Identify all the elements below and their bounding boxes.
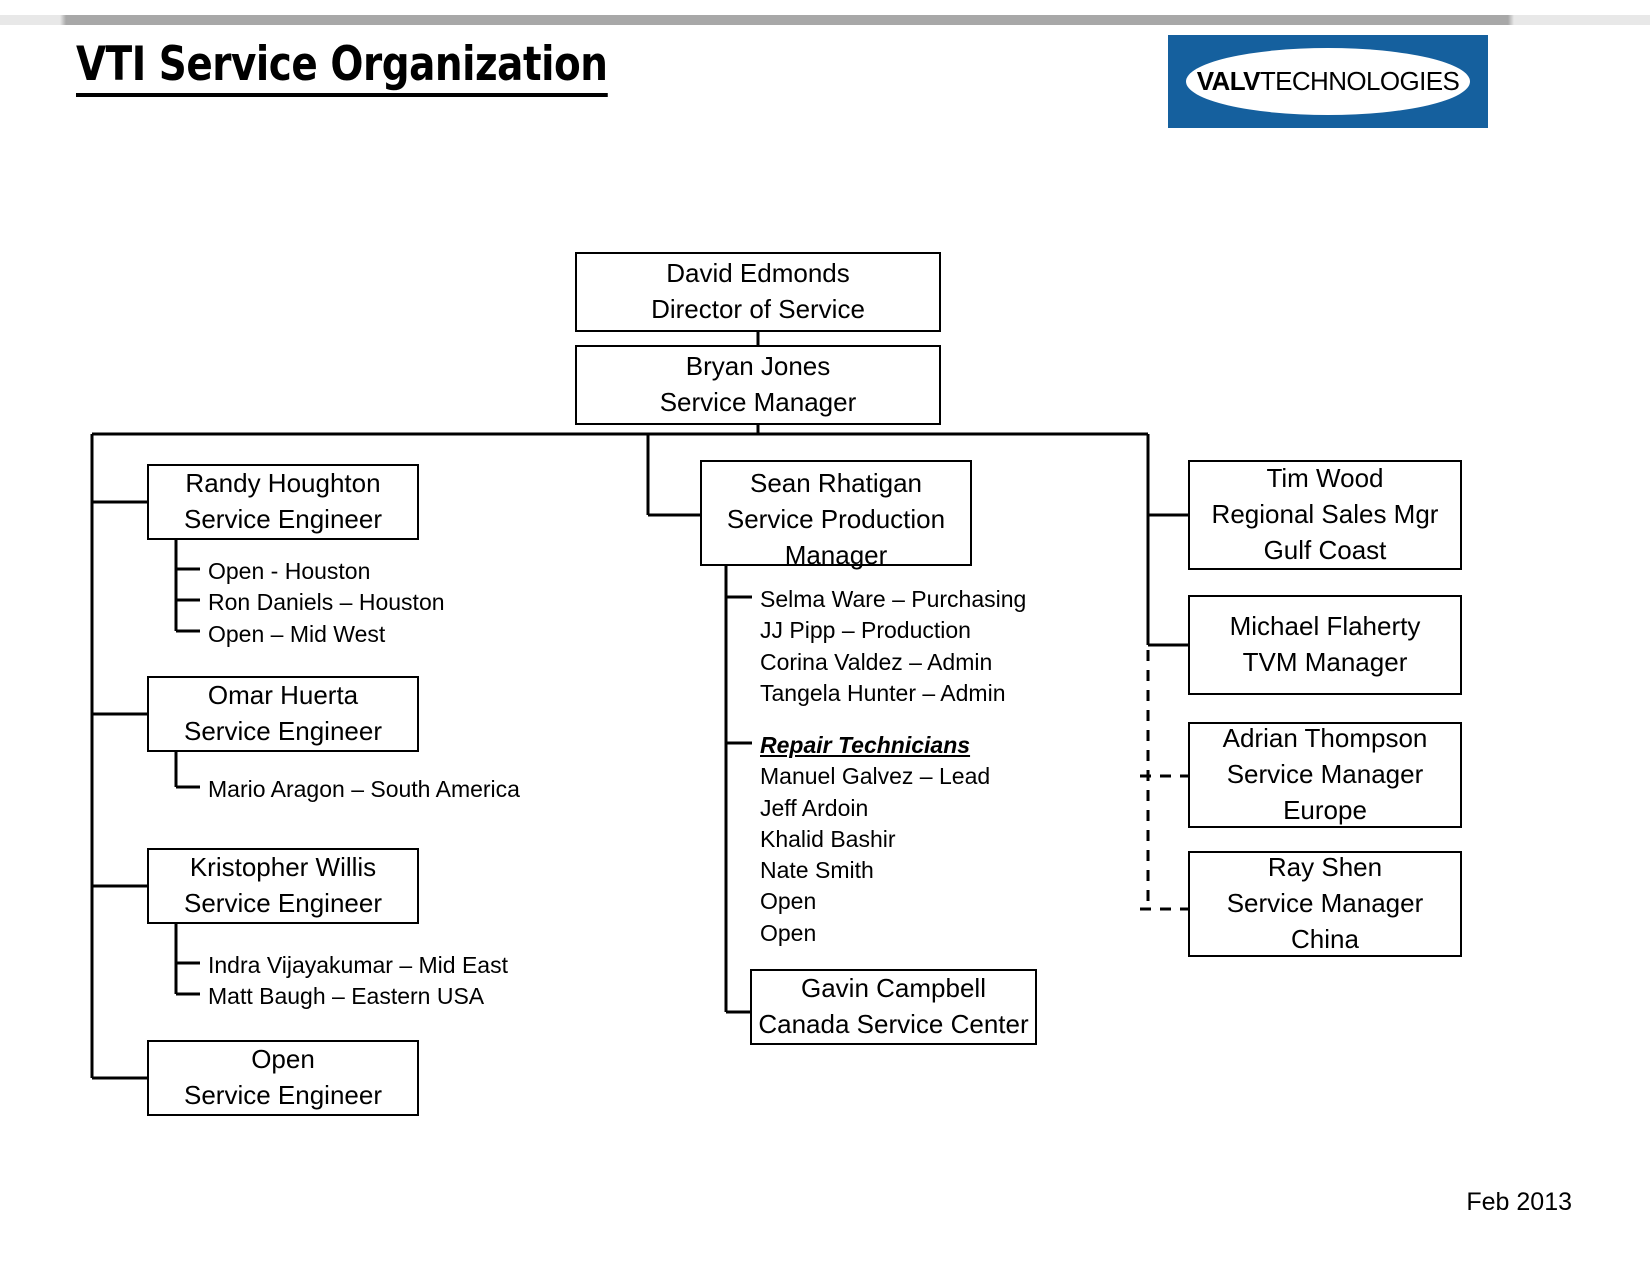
node-name: Sean Rhatigan [749, 468, 923, 498]
node-role: Service Production [726, 503, 946, 534]
node-role-secondary: Europe [1283, 794, 1367, 825]
repair-technicians-heading: Repair Technicians [760, 732, 971, 758]
list-item: Manuel Galvez – Lead [760, 763, 991, 790]
node-role: Service Engineer [184, 504, 382, 534]
node-role-secondary: Manager [784, 539, 888, 570]
node-role-secondary: China [1291, 923, 1359, 954]
node-gavin-campbell[interactable]: Gavin Campbell Canada Service Center [750, 969, 1037, 1045]
node-role: Regional Sales Mgr [1211, 499, 1439, 530]
node-role: Canada Service Center [758, 1009, 1029, 1039]
node-name: David Edmonds [666, 258, 850, 289]
list-item: Tangela Hunter – Admin [760, 679, 1006, 706]
node-name: Tim Wood [1266, 463, 1384, 494]
node-omar-huerta[interactable]: Omar Huerta Service Engineer [147, 676, 419, 752]
logo-bold-text: VALV [1196, 66, 1261, 96]
list-item: Open [760, 919, 817, 946]
node-role: Service Engineer [184, 888, 382, 918]
node-name: Michael Flaherty [1229, 611, 1421, 642]
node-adrian-thompson[interactable]: Adrian Thompson Service Manager Europe [1188, 722, 1462, 828]
header-rule [0, 15, 1650, 25]
list-item: Jeff Ardoin [760, 794, 869, 821]
node-ray-shen[interactable]: Ray Shen Service Manager China [1188, 851, 1462, 957]
node-name: Gavin Campbell [801, 973, 986, 1004]
node-role: Service Manager [1226, 888, 1424, 919]
randy-houghton-reports: Open - Houston Ron Daniels – Houston Ope… [208, 556, 445, 650]
node-sean-rhatigan[interactable]: Sean Rhatigan Service Production Manager [700, 460, 972, 570]
list-item: JJ Pipp – Production [760, 617, 971, 644]
list-item: Selma Ware – Purchasing [760, 586, 1027, 612]
node-role-secondary: Gulf Coast [1263, 534, 1387, 565]
node-role: Service Manager [659, 387, 857, 417]
node-name: Kristopher Willis [189, 852, 377, 883]
node-name: Ray Shen [1267, 852, 1383, 883]
logo-regular-text: TECHNOLOGIES [1259, 66, 1460, 96]
logo-ellipse [1186, 48, 1470, 115]
list-item: Mario Aragon – South America [208, 776, 520, 802]
node-michael-flaherty[interactable]: Michael Flaherty TVM Manager [1188, 595, 1462, 695]
page-title: VTI Service Organization [76, 39, 608, 97]
repair-technicians-group: Repair Technicians Manuel Galvez – Lead … [760, 730, 990, 949]
list-item: Open - Houston [208, 558, 371, 584]
node-open-service-engineer[interactable]: Open Service Engineer [147, 1040, 419, 1116]
sean-rhatigan-staff: Selma Ware – Purchasing JJ Pipp – Produc… [760, 584, 1026, 709]
slide-date: Feb 2013 [1466, 1188, 1572, 1216]
kristopher-willis-reports: Indra Vijayakumar – Mid East Matt Baugh … [208, 950, 508, 1013]
list-item: Khalid Bashir [760, 825, 896, 852]
node-role: Service Engineer [184, 716, 382, 746]
list-item: Nate Smith [760, 857, 874, 884]
node-role: Service Manager [1226, 759, 1424, 790]
node-kristopher-willis[interactable]: Kristopher Willis Service Engineer [147, 848, 419, 924]
list-item: Open [760, 888, 817, 915]
list-item: Ron Daniels – Houston [208, 589, 445, 616]
list-item: Corina Valdez – Admin [760, 648, 993, 675]
list-item: Indra Vijayakumar – Mid East [208, 952, 508, 978]
list-item: Matt Baugh – Eastern USA [208, 983, 485, 1010]
node-tim-wood[interactable]: Tim Wood Regional Sales Mgr Gulf Coast [1188, 460, 1462, 570]
node-name: Omar Huerta [207, 680, 359, 711]
node-service-manager[interactable]: Bryan Jones Service Manager [575, 345, 941, 425]
node-director-of-service[interactable]: David Edmonds Director of Service [575, 252, 941, 332]
omar-huerta-reports: Mario Aragon – South America [208, 774, 520, 805]
node-role: Director of Service [651, 294, 865, 324]
node-name: Bryan Jones [685, 351, 831, 382]
node-role: Service Engineer [184, 1080, 382, 1110]
node-randy-houghton[interactable]: Randy Houghton Service Engineer [147, 464, 419, 540]
list-item: Open – Mid West [208, 620, 386, 647]
node-role: TVM Manager [1242, 647, 1408, 677]
node-name: Adrian Thompson [1222, 723, 1428, 754]
node-name: Open [251, 1044, 315, 1075]
node-name: Randy Houghton [185, 468, 381, 499]
